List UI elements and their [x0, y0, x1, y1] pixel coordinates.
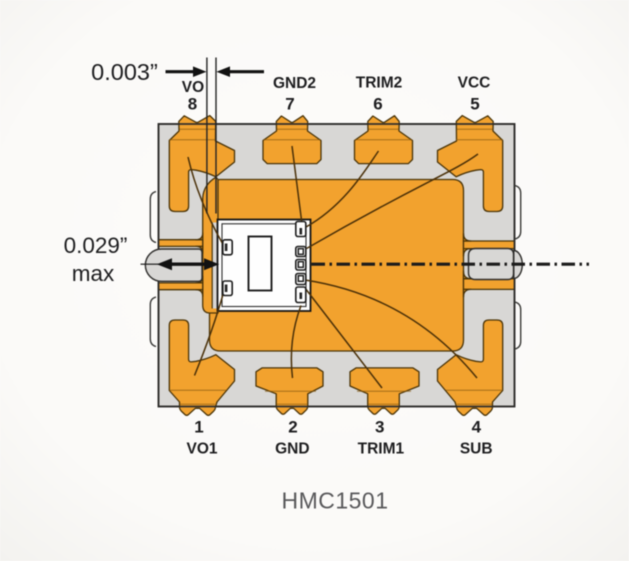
svg-text:2: 2 [288, 417, 297, 436]
svg-text:HMC1501: HMC1501 [281, 488, 388, 514]
svg-text:7: 7 [285, 95, 294, 114]
svg-text:VO1: VO1 [186, 441, 217, 458]
svg-text:5: 5 [470, 95, 479, 114]
svg-text:max: max [72, 261, 115, 286]
svg-text:TRIM1: TRIM1 [358, 441, 405, 458]
svg-text:0.029”: 0.029” [64, 233, 128, 258]
svg-text:4: 4 [472, 417, 482, 436]
svg-text:0.003”: 0.003” [91, 59, 158, 85]
svg-text:8: 8 [188, 95, 197, 114]
svg-text:VO: VO [182, 79, 204, 96]
svg-text:TRIM2: TRIM2 [356, 75, 403, 92]
svg-text:1: 1 [194, 417, 203, 436]
svg-text:GND: GND [275, 441, 309, 458]
svg-text:VCC: VCC [458, 75, 491, 92]
svg-text:3: 3 [375, 417, 384, 436]
svg-text:SUB: SUB [460, 441, 493, 458]
svg-text:6: 6 [373, 95, 382, 114]
svg-text:GND2: GND2 [273, 75, 316, 92]
